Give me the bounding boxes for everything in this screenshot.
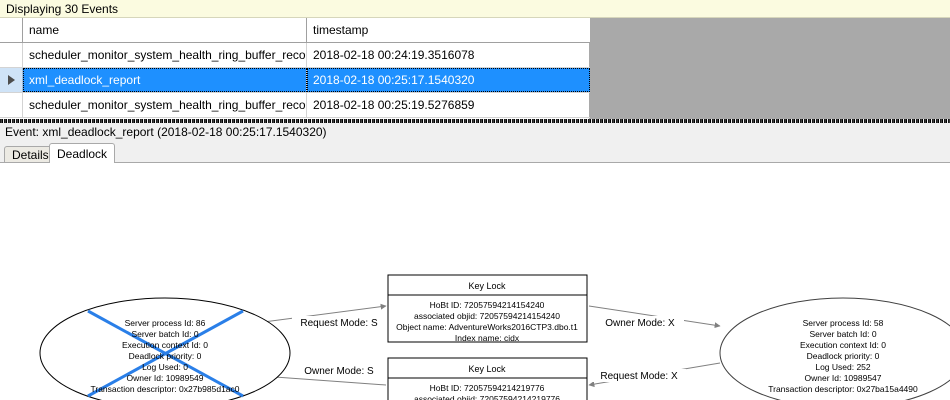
victim-line-5: Owner Id: 10989549 <box>126 373 203 383</box>
surviving-line-2: Execution context Id: 0 <box>800 340 886 350</box>
row-selector-current[interactable] <box>0 68 23 92</box>
resource-title-top: Key Lock <box>468 281 506 291</box>
grid-header-timestamp[interactable]: timestamp <box>313 23 369 37</box>
resource-top-line-0: HoBt ID: 72057594214154240 <box>430 300 545 310</box>
surviving-line-5: Owner Id: 10989547 <box>804 373 881 383</box>
events-grid[interactable]: name timestamp scheduler_monitor_system_… <box>0 18 590 119</box>
table-row[interactable]: scheduler_monitor_system_health_ring_buf… <box>0 93 590 118</box>
victim-line-4: Log Used: 0 <box>142 362 188 372</box>
victim-line-0: Server process Id: 86 <box>125 318 206 328</box>
victim-line-2: Execution context Id: 0 <box>122 340 208 350</box>
resource-top-line-1: associated objid: 72057594214154240 <box>414 311 560 321</box>
cell-timestamp[interactable]: 2018-02-18 00:24:19.3516078 <box>313 48 475 62</box>
event-title-label: Event: xml_deadlock_report (2018-02-18 0… <box>5 125 327 139</box>
surviving-line-1: Server batch Id: 0 <box>809 329 876 339</box>
victim-line-1: Server batch Id: 0 <box>131 329 198 339</box>
process-node-victim[interactable]: Server process Id: 86 Server batch Id: 0… <box>39 297 291 400</box>
surviving-line-4: Log Used: 252 <box>815 362 871 372</box>
resource-top-line-2: Object name: AdventureWorks2016CTP3.dbo.… <box>396 322 578 332</box>
deadlock-victim-cross-icon <box>87 309 244 398</box>
edge-label-request-mode-s: Request Mode: S <box>300 318 378 329</box>
event-detail-pane: Event: xml_deadlock_report (2018-02-18 0… <box>0 123 950 400</box>
resource-node-key-lock-top[interactable]: Key Lock HoBt ID: 72057594214154240 asso… <box>387 274 588 343</box>
cell-timestamp[interactable]: 2018-02-18 00:25:17.1540320 <box>307 68 590 92</box>
surviving-line-0: Server process Id: 58 <box>803 318 884 328</box>
table-row[interactable]: scheduler_monitor_system_health_ring_buf… <box>0 43 590 68</box>
events-grid-backdrop: name timestamp scheduler_monitor_system_… <box>0 18 950 119</box>
detail-tabstrip: Details Deadlock <box>0 143 950 163</box>
horizontal-splitter[interactable] <box>0 119 950 123</box>
grid-header-rowselector <box>0 18 23 42</box>
grid-header-name[interactable]: name <box>23 18 307 42</box>
resource-title-bottom: Key Lock <box>468 364 506 374</box>
cell-name[interactable]: xml_deadlock_report <box>23 68 307 92</box>
deadlock-graph-canvas[interactable]: Request Mode: S Owner Mode: X Owner Mode… <box>0 163 950 400</box>
tab-deadlock[interactable]: Deadlock <box>49 143 116 163</box>
row-selector[interactable] <box>0 93 23 117</box>
surviving-line-3: Deadlock priority: 0 <box>807 351 880 361</box>
process-node-surviving[interactable]: Server process Id: 58 Server batch Id: 0… <box>719 297 950 400</box>
resource-bottom-line-1: associated objid: 72057594214219776 <box>414 394 560 400</box>
edge-label-owner-mode-x: Owner Mode: X <box>605 318 675 329</box>
edge-label-owner-mode-s: Owner Mode: S <box>304 366 374 377</box>
cell-name[interactable]: scheduler_monitor_system_health_ring_buf… <box>23 93 307 117</box>
resource-bottom-line-0: HoBt ID: 72057594214219776 <box>430 383 545 393</box>
surviving-line-6: Transaction descriptor: 0x27ba15a4490 <box>768 384 918 394</box>
resource-top-line-3: Index name: cidx <box>455 333 520 343</box>
table-row-selected[interactable]: xml_deadlock_report 2018-02-18 00:25:17.… <box>0 68 590 93</box>
row-selector[interactable] <box>0 43 23 67</box>
cell-timestamp[interactable]: 2018-02-18 00:25:19.5276859 <box>313 98 475 112</box>
displaying-events-label: Displaying 30 Events <box>6 2 119 16</box>
victim-line-6: Transaction descriptor: 0x27b985d1ac0 <box>91 384 240 394</box>
tab-details[interactable]: Details <box>4 146 57 163</box>
cell-name[interactable]: scheduler_monitor_system_health_ring_buf… <box>23 43 307 67</box>
resource-node-key-lock-bottom[interactable]: Key Lock HoBt ID: 72057594214219776 asso… <box>387 357 588 400</box>
grid-header-row: name timestamp <box>0 18 590 43</box>
deadlock-tab-panel: Request Mode: S Owner Mode: X Owner Mode… <box>0 162 950 400</box>
edge-label-request-mode-x: Request Mode: X <box>600 371 678 382</box>
current-row-arrow-icon <box>7 75 15 85</box>
victim-line-3: Deadlock priority: 0 <box>129 351 202 361</box>
displaying-events-bar: Displaying 30 Events <box>0 0 950 18</box>
